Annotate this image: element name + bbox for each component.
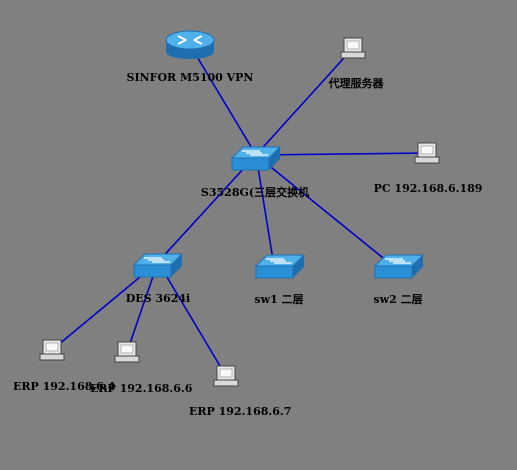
erp7-label: ERP 192.168.6.7 [189,405,291,418]
link-core-des [157,154,257,263]
sw2-label: sw2 二层 [373,293,422,306]
link-core-sw1 [255,154,275,267]
pc-icon [213,365,239,387]
link-core-sw2 [255,154,394,267]
des-label: DES 3624i [126,292,191,305]
erp7-node: ERP 192.168.6.7 [189,365,291,418]
link-des-erp7 [157,261,227,377]
erp6-node: ERP 192.168.6.6 [90,341,193,395]
sw1-label: sw1 二层 [254,293,303,306]
switch-icon [373,254,425,279]
router-icon [165,30,215,59]
erp4-node: ERP 192.168.6.4 [13,339,116,393]
link-core-router [189,44,257,156]
switch-icon [230,146,282,171]
proxy-label: 代理服务器 [328,76,385,90]
pc-label: PC 192.168.6.189 [374,182,483,195]
pc-icon [114,341,140,363]
erp4-label: ERP 192.168.6.4 [13,380,116,393]
pc-icon [340,37,366,59]
sw2-node: sw2 二层 [373,254,425,306]
switch-icon [132,253,184,278]
core-label: S3528G(三层交换机 [201,185,309,199]
link-core-pc [255,152,428,156]
links-layer [51,44,428,377]
proxy-node: 代理服务器 [328,37,385,90]
pc-icon [39,339,65,361]
switch-icon [254,254,306,279]
sw1-node: sw1 二层 [254,254,306,306]
core-switch-node: S3528G(三层交换机 [201,146,309,199]
pc-node: PC 192.168.6.189 [374,142,483,195]
erp6-label: ERP 192.168.6.6 [90,382,193,395]
link-core-proxy [255,47,354,156]
router-label: SINFOR M5100 VPN [127,71,254,84]
pc-icon [414,142,440,164]
router-node: SINFOR M5100 VPN [127,30,254,84]
des-switch-node: DES 3624i [126,253,191,305]
